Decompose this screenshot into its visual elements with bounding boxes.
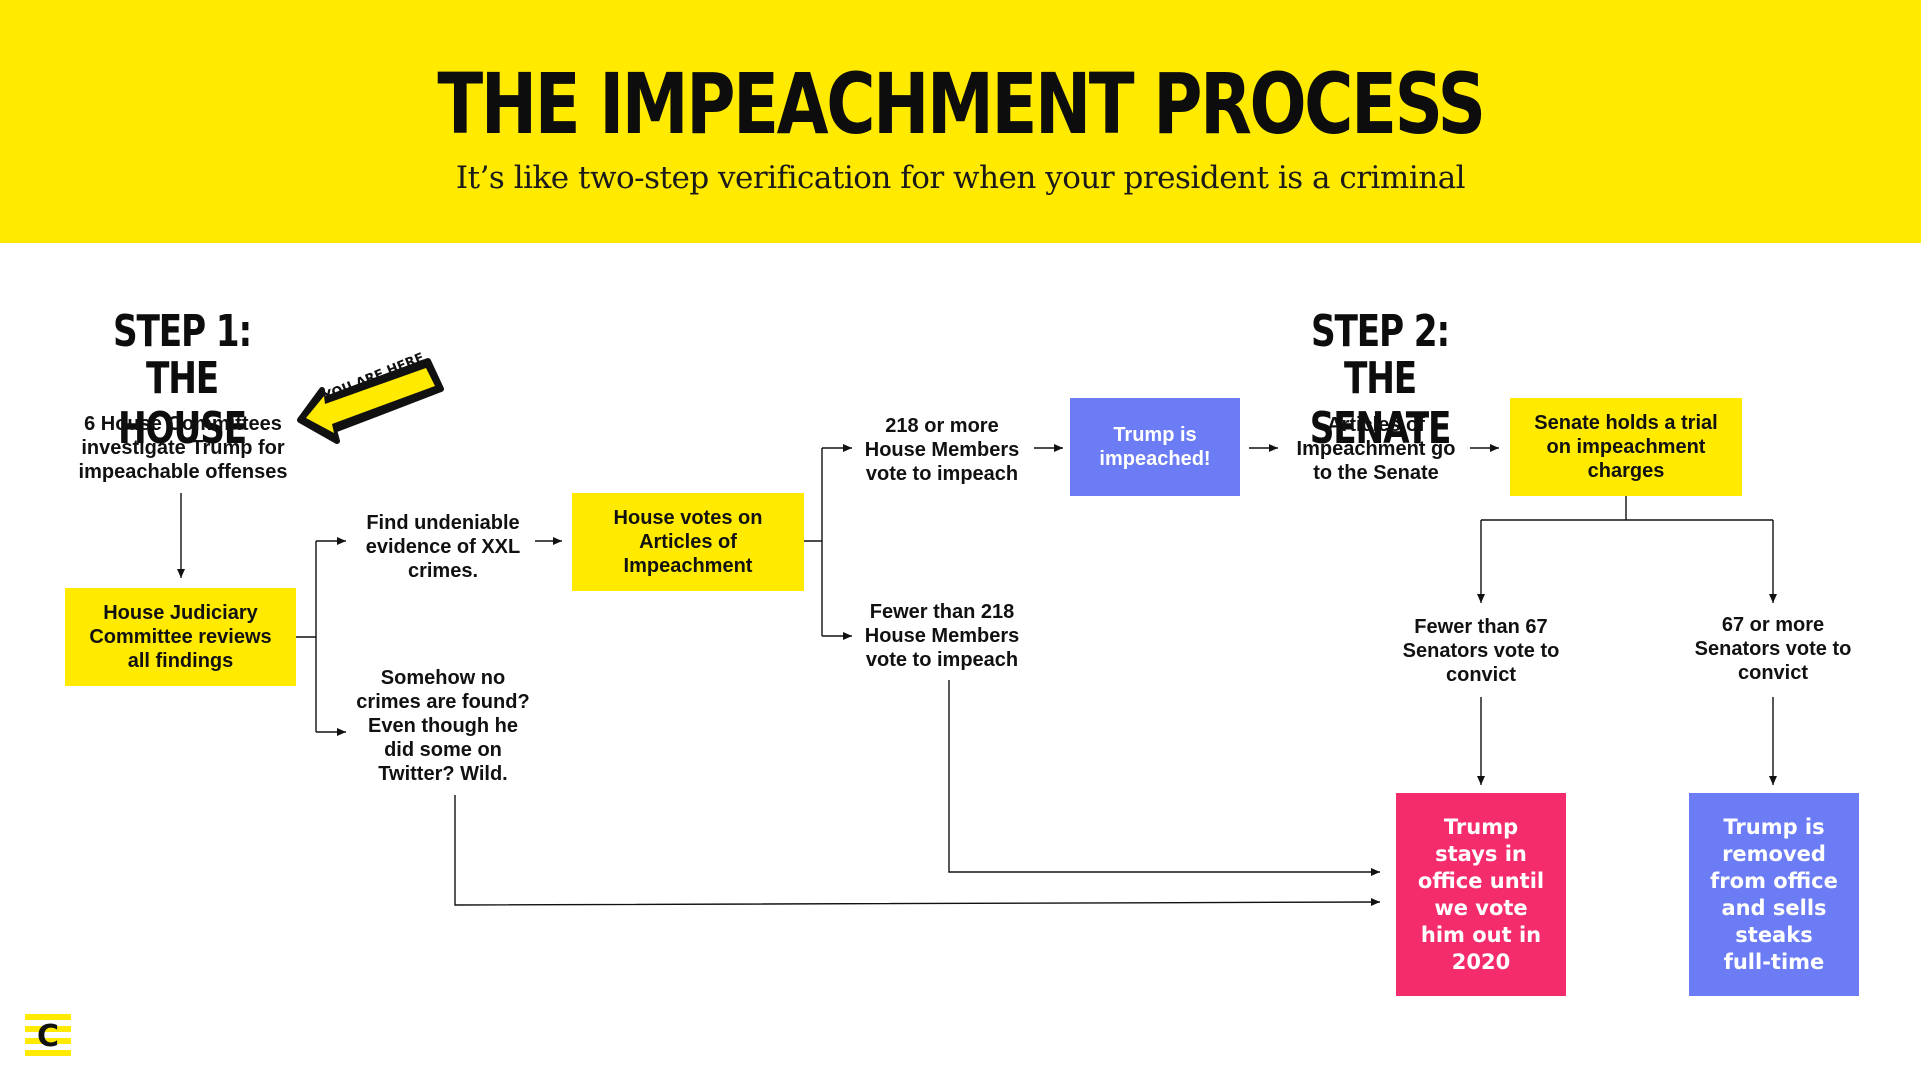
house-votes-box: House votes on Articles of Impeachment	[572, 493, 804, 591]
step2-title-line1: STEP 2:	[1310, 306, 1450, 357]
arrow-no-crimes-to-stays	[454, 795, 1381, 907]
impeached-box: Trump is impeached!	[1070, 398, 1240, 496]
brand-logo-letter: C	[36, 1019, 60, 1054]
removed-from-office-box: Trump is removed from office and sells s…	[1689, 793, 1859, 996]
judiciary-review-box: House Judiciary Committee reviews all fi…	[65, 588, 296, 686]
brand-logo-icon	[25, 1014, 71, 1056]
page-subtitle: It’s like two-step verification for when…	[455, 160, 1466, 196]
vote-over-67-text: 67 or more Senators vote to convict	[1694, 614, 1852, 684]
header-band	[0, 0, 1921, 243]
no-crimes-text: Somehow no crimes are found? Even though…	[356, 667, 530, 785]
step2-title-line2: THE SENATE	[1309, 353, 1452, 454]
vote-under-67-text: Fewer than 67 Senators vote to convict	[1402, 616, 1560, 686]
investigate-text: 6 House Committees investigate Trump for…	[78, 413, 288, 483]
articles-to-senate-text: Articles of Impeachment go to the Senate	[1296, 414, 1456, 484]
vote-under-218-text: Fewer than 218 House Members vote to imp…	[864, 601, 1020, 671]
evidence-found-text: Find undeniable evidence of XXL crimes.	[365, 512, 521, 582]
stays-in-office-box: Trump stays in office until we vote him …	[1396, 793, 1566, 996]
step1-title-line2: THE HOUSE	[117, 353, 247, 454]
you-are-here-arrow-icon	[297, 358, 444, 444]
vote-218-plus-text: 218 or more House Members vote to impeac…	[864, 415, 1020, 485]
arrow-under-218-to-stays	[948, 680, 1380, 876]
page-title: THE IMPEACHMENT PROCESS	[437, 55, 1486, 153]
senate-trial-box: Senate holds a trial on impeachment char…	[1510, 398, 1742, 496]
step1-title-line1: STEP 1:	[112, 306, 252, 357]
